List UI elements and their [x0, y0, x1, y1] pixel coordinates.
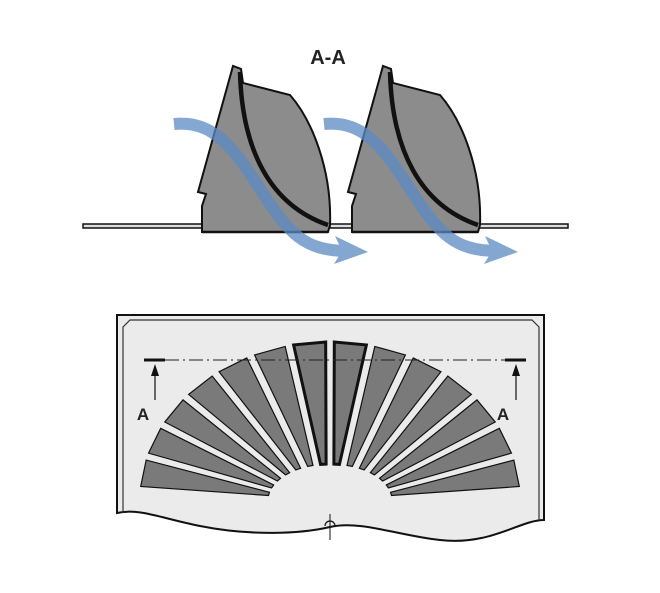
plan-blade	[346, 345, 407, 468]
plan-blade	[163, 399, 282, 482]
plan-blade	[332, 340, 369, 466]
section-label-right: A	[497, 405, 509, 424]
panel-inner-border	[122, 319, 540, 520]
plan-blade	[358, 357, 442, 471]
plan-blade	[218, 357, 302, 471]
section-marker-right: A	[497, 358, 526, 424]
base-plate-right	[469, 223, 569, 229]
section-title: A-A	[310, 47, 346, 69]
section-blade-2	[348, 66, 480, 232]
plan-blade	[147, 427, 275, 489]
plan-blade	[369, 375, 473, 476]
plan-blade	[187, 375, 291, 476]
section-marker-left: A	[137, 358, 165, 424]
arrow-up-icon	[151, 364, 159, 376]
plan-blade	[378, 399, 497, 482]
plan-blade	[291, 340, 328, 466]
plan-view: A A	[116, 314, 545, 542]
plan-blade	[253, 345, 314, 468]
section-label-left: A	[137, 405, 149, 424]
plan-blade	[385, 427, 513, 489]
plan-blade	[389, 459, 521, 497]
arrow-up-icon	[512, 364, 520, 376]
section-blade-1	[196, 64, 332, 234]
airflow-arrow-1	[173, 117, 368, 264]
airflow-arrows	[173, 117, 518, 264]
plan-blade	[139, 459, 271, 497]
blade-body	[196, 64, 332, 233]
blade-vane-curve	[237, 71, 329, 228]
plan-blades	[139, 340, 521, 497]
